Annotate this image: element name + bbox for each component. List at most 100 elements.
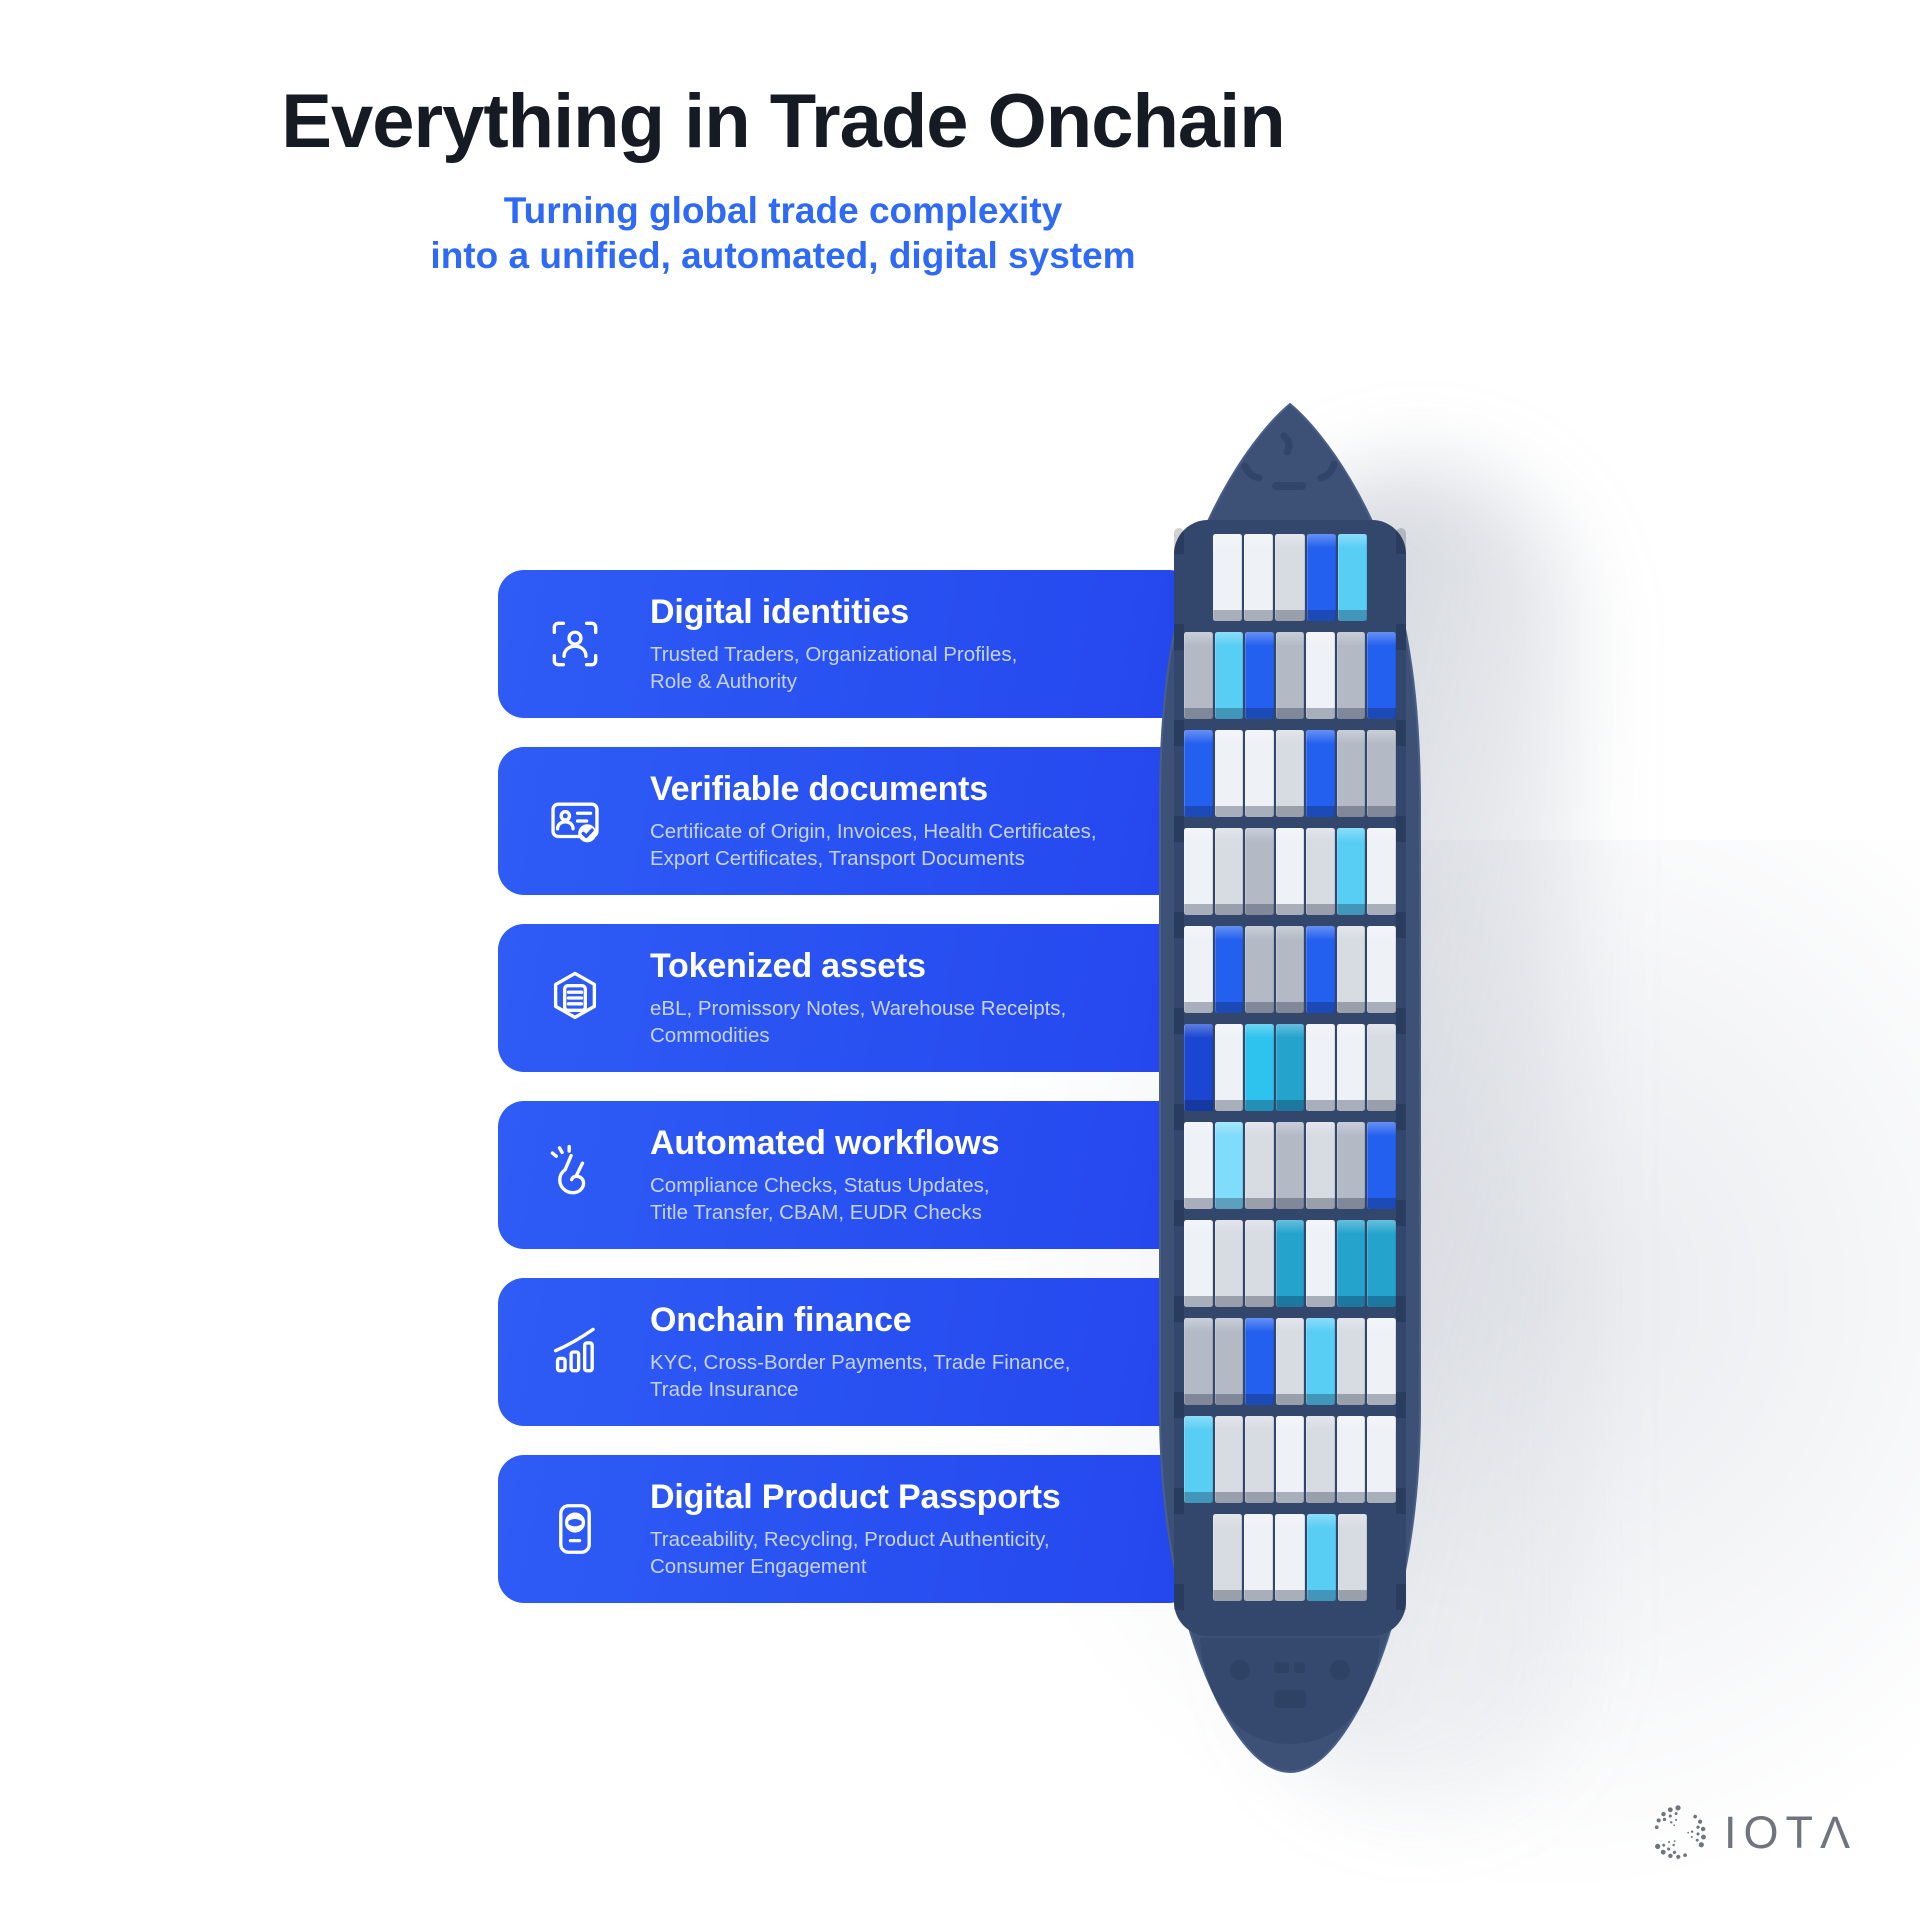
shipping-container-white: [1275, 828, 1305, 915]
shipping-container-cyan: [1337, 534, 1368, 621]
shipping-container-teal: [1367, 1220, 1397, 1307]
container-row: [1184, 730, 1397, 817]
shipping-container-blue: [1367, 1122, 1397, 1209]
shipping-container-cyan: [1184, 1416, 1213, 1503]
snap-fingers-icon: [544, 1144, 606, 1206]
shipping-container-teal: [1275, 1220, 1305, 1307]
shipping-container-gray: [1214, 1318, 1244, 1405]
shipping-container-gray: [1367, 730, 1397, 817]
container-ship: [1144, 398, 1440, 1778]
header: Everything in Trade Onchain Turning glob…: [0, 0, 1566, 278]
container-row: [1184, 1220, 1397, 1307]
face-scan-person-icon: [544, 613, 606, 675]
shipping-container-gray: [1245, 926, 1274, 1013]
shipping-container-lightgray: [1275, 534, 1305, 621]
shipping-container-lightgray: [1306, 828, 1335, 915]
shipping-container-cyan: [1336, 828, 1366, 915]
shipping-container-navy: [1184, 1024, 1213, 1111]
container-row: [1184, 1318, 1397, 1405]
shipping-container-white: [1214, 1024, 1244, 1111]
shipping-container-gray: [1336, 632, 1366, 719]
shipping-container-lightgray: [1337, 1514, 1368, 1601]
card-digital-product-passports: Digital Product Passports Traceability, …: [498, 1455, 1195, 1603]
card-description: Compliance Checks, Status Updates, Title…: [650, 1173, 990, 1224]
shipping-container-white: [1245, 730, 1274, 817]
container-row: [1184, 828, 1397, 915]
card-description: KYC, Cross-Border Payments, Trade Financ…: [650, 1350, 1071, 1401]
container-row: [1184, 632, 1397, 719]
card-text: Onchain finance KYC, Cross-Border Paymen…: [650, 1301, 1070, 1404]
shipping-container-white: [1184, 1122, 1213, 1209]
card-text: Digital identities Trusted Traders, Orga…: [650, 593, 1017, 696]
shipping-container-gray: [1184, 1318, 1213, 1405]
shipping-container-white: [1367, 1318, 1397, 1405]
iota-logo-text: IOTΛ: [1724, 1807, 1858, 1858]
shipping-container-lightgray: [1275, 1318, 1305, 1405]
shipping-container-lightgray: [1214, 1220, 1244, 1307]
hexagon-document-icon: [544, 967, 606, 1029]
shipping-container-gray: [1275, 632, 1305, 719]
shipping-container-teal: [1336, 1220, 1366, 1307]
shipping-container-cyan: [1214, 632, 1244, 719]
card-title: Onchain finance: [650, 1300, 912, 1339]
shipping-container-lightgray: [1213, 1514, 1243, 1601]
shipping-container-white: [1184, 926, 1213, 1013]
shipping-container-lightgray: [1306, 1416, 1335, 1503]
card-text: Automated workflows Compliance Checks, S…: [650, 1123, 1000, 1227]
page-subtitle: Turning global trade complexity into a u…: [430, 190, 1136, 277]
shipping-container-lightgray: [1336, 926, 1366, 1013]
feature-card-list: Digital identities Trusted Traders, Orga…: [498, 570, 1195, 1603]
shipping-container-white: [1306, 1024, 1335, 1111]
shipping-container-white: [1367, 1416, 1397, 1503]
shipping-container-blue: [1306, 926, 1335, 1013]
shipping-container-lightgray: [1306, 1122, 1335, 1209]
passport-icon: [544, 1498, 606, 1560]
shipping-container-white: [1306, 632, 1335, 719]
hull-cleats-left: [1174, 528, 1184, 1618]
container-row: [1184, 926, 1397, 1013]
shipping-container-white: [1336, 1024, 1366, 1111]
card-title: Tokenized assets: [650, 946, 926, 985]
shipping-container-white: [1213, 534, 1243, 621]
shipping-container-cyan: [1306, 1318, 1335, 1405]
shipping-container-white: [1367, 926, 1397, 1013]
hull-cleats-right: [1396, 528, 1406, 1618]
card-tokenized-assets: Tokenized assets eBL, Promissory Notes, …: [498, 924, 1195, 1072]
shipping-container-blue: [1306, 534, 1336, 621]
shipping-container-lightgray: [1275, 730, 1305, 817]
shipping-container-lightgray: [1245, 1220, 1274, 1307]
bar-chart-growth-icon: [544, 1321, 606, 1383]
shipping-container-gray: [1336, 1122, 1366, 1209]
shipping-container-white: [1367, 828, 1397, 915]
card-digital-identities: Digital identities Trusted Traders, Orga…: [498, 570, 1195, 718]
shipping-container-white: [1306, 1220, 1335, 1307]
shipping-container-teal: [1275, 1024, 1305, 1111]
shipping-container-lightgray: [1245, 1122, 1274, 1209]
shipping-container-white: [1275, 1416, 1305, 1503]
id-card-check-icon: [544, 790, 606, 852]
container-row: [1184, 1122, 1397, 1209]
shipping-container-gray: [1245, 828, 1274, 915]
container-row: [1184, 534, 1396, 621]
shipping-container-lightgray: [1245, 1416, 1274, 1503]
shipping-container-white: [1336, 1416, 1366, 1503]
shipping-container-lightgray: [1214, 828, 1244, 915]
card-description: eBL, Promissory Notes, Warehouse Receipt…: [650, 996, 1067, 1047]
iota-logo: IOTΛ: [1648, 1802, 1857, 1864]
card-description: Certificate of Origin, Invoices, Health …: [650, 819, 1097, 870]
card-title: Digital Product Passports: [650, 1477, 1061, 1516]
card-text: Digital Product Passports Traceability, …: [650, 1478, 1061, 1581]
shipping-container-blue: [1184, 730, 1213, 817]
container-row: [1184, 1514, 1396, 1601]
card-description: Traceability, Recycling, Product Authent…: [650, 1527, 1050, 1578]
shipping-container-lightgray: [1367, 1024, 1397, 1111]
card-automated-workflows: Automated workflows Compliance Checks, S…: [498, 1101, 1195, 1249]
card-verifiable-documents: Verifiable documents Certificate of Orig…: [498, 747, 1195, 895]
shipping-container-cyan: [1306, 1514, 1336, 1601]
container-row: [1184, 1024, 1397, 1111]
container-grid: [1184, 534, 1397, 1601]
shipping-container-blue: [1214, 926, 1244, 1013]
card-title: Automated workflows: [650, 1123, 1000, 1162]
shipping-container-white: [1214, 730, 1244, 817]
